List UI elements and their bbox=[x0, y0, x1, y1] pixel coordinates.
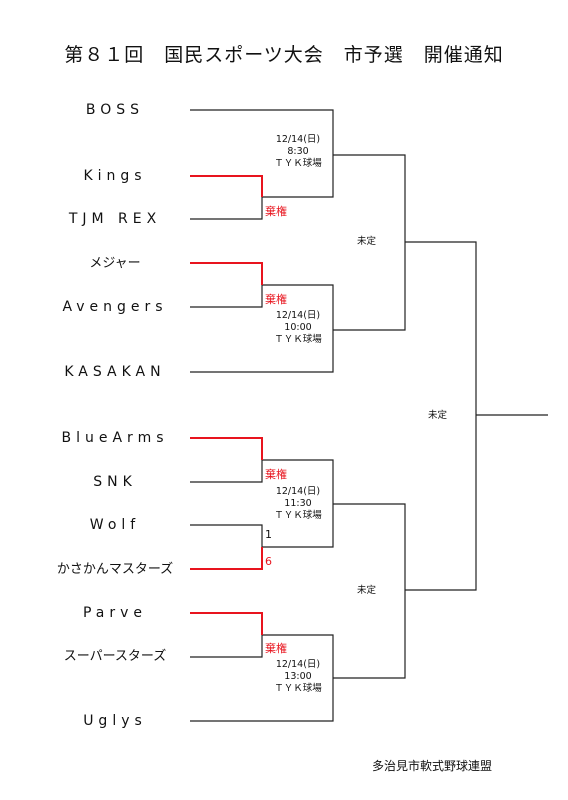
line-tjm-rex bbox=[190, 197, 263, 220]
line-m1-winner bbox=[262, 155, 334, 198]
line-boss bbox=[190, 109, 334, 155]
match-2-time: 10:00 bbox=[284, 322, 312, 333]
team-bluearms: BlueArms bbox=[61, 430, 169, 446]
line-m2-winner-stub bbox=[262, 284, 334, 330]
winner-line-kings bbox=[190, 175, 263, 197]
team-tjm-rex: TJM REX bbox=[68, 211, 162, 227]
winner-line-major bbox=[190, 262, 263, 285]
match-1-info: 12/14(日) 8:30 ＴＹＫ球場 bbox=[264, 134, 332, 170]
line-m3-stub bbox=[262, 459, 334, 504]
team-kasakan-masters: かさかんマスターズ bbox=[56, 562, 174, 577]
line-kasakan bbox=[190, 330, 334, 373]
winner-line-parve bbox=[190, 612, 263, 635]
line-avengers bbox=[190, 285, 263, 308]
line-superstars bbox=[190, 635, 263, 658]
winner-line-bluearms bbox=[190, 437, 263, 460]
match-2-info: 12/14(日) 10:00 ＴＹＫ球場 bbox=[264, 310, 332, 346]
team-kasakan: KASAKAN bbox=[64, 364, 166, 380]
team-superstars: スーパースターズ bbox=[63, 649, 167, 664]
line-sf2-bottom bbox=[333, 590, 406, 679]
line-final-top bbox=[405, 241, 477, 415]
score-wolf: 1 bbox=[265, 528, 272, 541]
line-final-bottom bbox=[405, 415, 477, 591]
team-parve: Parve bbox=[82, 605, 148, 621]
team-major: メジャー bbox=[89, 256, 141, 271]
match-1-venue: ＴＹＫ球場 bbox=[274, 158, 322, 169]
team-boss: BOSS bbox=[85, 102, 145, 118]
match-3-info: 12/14(日) 11:30 ＴＹＫ球場 bbox=[264, 486, 332, 522]
organizer: 多治見市軟式野球連盟 bbox=[372, 759, 493, 773]
winner-line-kasakan-masters bbox=[190, 547, 263, 570]
team-kings: Kings bbox=[83, 168, 147, 184]
line-sf1-bottom bbox=[333, 242, 406, 331]
match-3-date: 12/14(日) bbox=[275, 486, 321, 497]
undecided-final: 未定 bbox=[428, 410, 448, 421]
match-4-time: 13:00 bbox=[284, 671, 312, 682]
line-wolf bbox=[190, 524, 263, 547]
match-4-info: 12/14(日) 13:00 ＴＹＫ球場 bbox=[264, 659, 332, 695]
line-uglys bbox=[190, 678, 334, 722]
line-m3-bottom bbox=[262, 504, 334, 548]
forfeit-label-2: 棄権 bbox=[265, 293, 287, 306]
match-3-venue: ＴＹＫ球場 bbox=[274, 510, 322, 521]
undecided-semifinal-1: 未定 bbox=[357, 236, 377, 247]
team-wolf: Wolf bbox=[89, 517, 141, 533]
line-sf1-top bbox=[333, 154, 406, 242]
forfeit-label-1: 棄権 bbox=[265, 205, 287, 218]
match-4-date: 12/14(日) bbox=[275, 659, 321, 670]
forfeit-label-4: 棄権 bbox=[265, 642, 287, 655]
line-snk bbox=[190, 460, 263, 483]
team-snk: SNK bbox=[93, 474, 137, 490]
match-2-date: 12/14(日) bbox=[275, 310, 321, 321]
line-sf2-top bbox=[333, 503, 406, 590]
match-4-venue: ＴＹＫ球場 bbox=[274, 683, 322, 694]
team-uglys: Uglys bbox=[83, 713, 147, 729]
forfeit-label-3: 棄権 bbox=[265, 468, 287, 481]
undecided-semifinal-2: 未定 bbox=[357, 585, 377, 596]
match-3-time: 11:30 bbox=[284, 498, 312, 509]
match-1-time: 8:30 bbox=[287, 146, 309, 157]
score-kasakan-masters: 6 bbox=[265, 555, 272, 568]
team-avengers: Avengers bbox=[62, 299, 168, 315]
match-2-venue: ＴＹＫ球場 bbox=[274, 334, 322, 345]
page-title: 第８１回 国民スポーツ大会 市予選 開催通知 bbox=[64, 44, 504, 66]
match-1-date: 12/14(日) bbox=[275, 134, 321, 145]
line-m4-stub bbox=[262, 634, 334, 678]
